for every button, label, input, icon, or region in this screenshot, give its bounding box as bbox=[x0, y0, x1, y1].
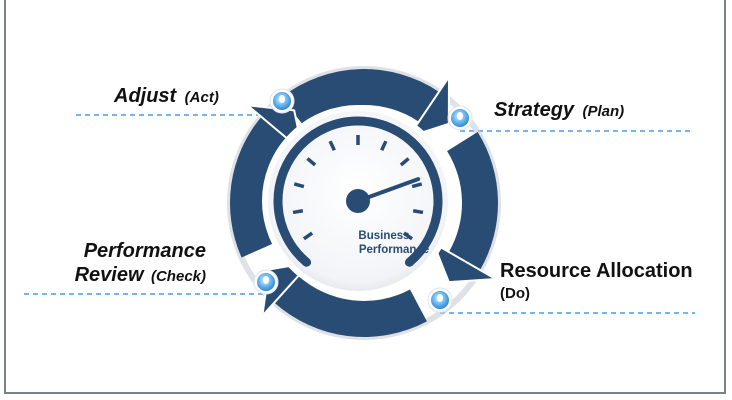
gauge-label-line2: Performance bbox=[359, 244, 429, 256]
step-dot-plan bbox=[447, 105, 473, 131]
step-subtitle-act: (Act) bbox=[184, 89, 219, 106]
gauge-tick bbox=[402, 231, 414, 241]
step-title-do: Resource Allocation bbox=[500, 260, 693, 282]
step-title-check-line2: Review bbox=[74, 264, 144, 286]
gauge-tick bbox=[411, 182, 423, 189]
ring-segment-plan-to-do bbox=[447, 131, 498, 270]
gauge-tick bbox=[412, 209, 424, 215]
ring-segment-do-to-check bbox=[274, 275, 427, 337]
ring-segment-check-to-act bbox=[230, 116, 289, 258]
gauge-tick bbox=[399, 157, 410, 167]
step-title-check-line1: Performance bbox=[83, 240, 206, 262]
gauge-tick bbox=[328, 140, 336, 151]
step-subtitle-plan: (Plan) bbox=[582, 103, 625, 120]
step-subtitle-check: (Check) bbox=[150, 268, 206, 285]
step-label-do: Resource Allocation (Do) bbox=[500, 259, 693, 303]
gauge-tick bbox=[302, 231, 314, 241]
gauge-hub bbox=[346, 189, 370, 213]
gauge-ticks bbox=[292, 135, 424, 241]
step-title-plan: Strategy bbox=[494, 99, 575, 121]
step-label-plan: Strategy (Plan) bbox=[494, 98, 624, 122]
step-dot-check bbox=[253, 269, 279, 295]
step-title-act: Adjust bbox=[114, 85, 177, 107]
arrowhead-plan-to-do bbox=[432, 242, 497, 284]
cycle-ring bbox=[230, 69, 498, 337]
gauge-tick bbox=[292, 209, 304, 215]
gauge-outer-arc bbox=[273, 116, 443, 267]
arrowhead-act-to-plan bbox=[407, 75, 450, 138]
step-dot-act bbox=[269, 88, 295, 114]
step-subtitle-do: (Do) bbox=[500, 285, 530, 302]
step-dot-do bbox=[427, 287, 453, 313]
step-label-check: Performance Review (Check) bbox=[70, 239, 206, 287]
step-label-act: Adjust (Act) bbox=[114, 84, 219, 108]
gauge-tick bbox=[306, 157, 317, 167]
gauge-tick bbox=[293, 182, 305, 189]
ring-segment-act-to-plan bbox=[281, 69, 439, 126]
gauge-label-line1: Business bbox=[358, 230, 409, 242]
gauge-tick bbox=[380, 140, 388, 151]
